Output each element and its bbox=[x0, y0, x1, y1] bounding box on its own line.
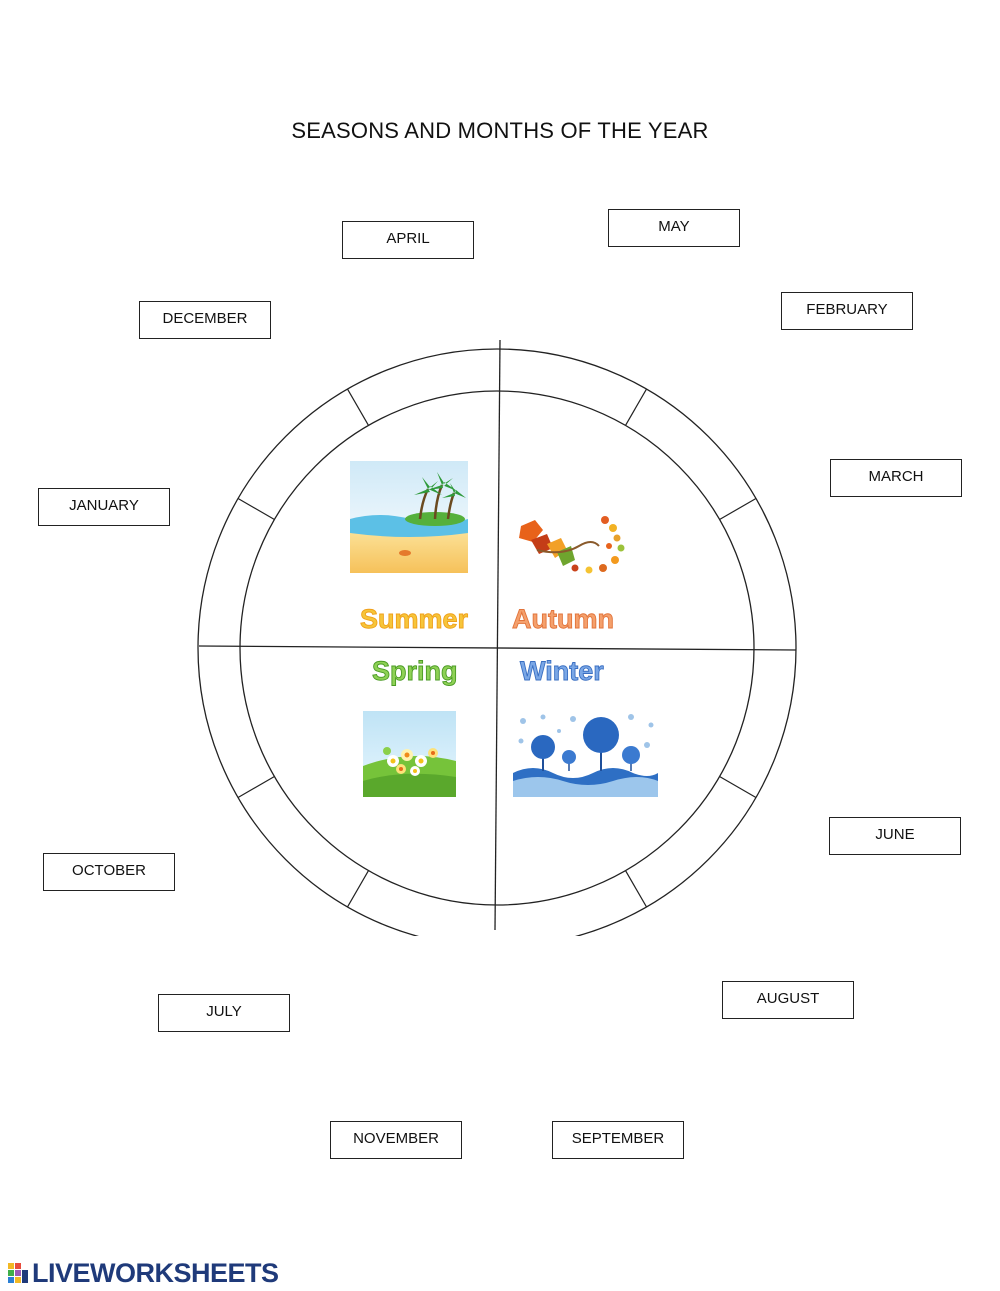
ring-divider-3 bbox=[719, 775, 757, 799]
month-box-december[interactable]: DECEMBER bbox=[139, 301, 271, 339]
inner-ring bbox=[239, 390, 755, 906]
month-box-june[interactable]: JUNE bbox=[829, 817, 961, 855]
month-box-march[interactable]: MARCH bbox=[830, 459, 962, 497]
winter-trees-image bbox=[513, 711, 658, 797]
spring-flowers-image bbox=[363, 711, 456, 797]
month-box-april[interactable]: APRIL bbox=[342, 221, 474, 259]
month-box-october[interactable]: OCTOBER bbox=[43, 853, 175, 891]
ring-divider-1 bbox=[624, 388, 648, 426]
ring-divider-7 bbox=[237, 497, 275, 521]
ring-divider-4 bbox=[624, 870, 648, 908]
liveworksheets-logo-icon bbox=[8, 1263, 28, 1283]
outer-ring bbox=[197, 348, 797, 936]
page-title: SEASONS AND MONTHS OF THE YEAR bbox=[291, 118, 709, 143]
summer-beach-image bbox=[350, 461, 468, 573]
month-box-february[interactable]: FEBRUARY bbox=[781, 292, 913, 330]
ring-divider-6 bbox=[237, 775, 275, 799]
month-box-august[interactable]: AUGUST bbox=[722, 981, 854, 1019]
ring-divider-2 bbox=[719, 497, 757, 521]
autumn-leaves-image bbox=[519, 516, 625, 574]
ring-dividers bbox=[237, 388, 757, 908]
ring-divider-5 bbox=[346, 870, 370, 908]
horizontal-divider bbox=[198, 645, 797, 651]
month-box-january[interactable]: JANUARY bbox=[38, 488, 170, 526]
vertical-divider bbox=[494, 339, 501, 931]
month-box-may[interactable]: MAY bbox=[608, 209, 740, 247]
season-label-summer: Summer bbox=[360, 604, 469, 634]
season-label-spring: Spring bbox=[372, 656, 458, 686]
month-box-july[interactable]: JULY bbox=[158, 994, 290, 1032]
month-box-november[interactable]: NOVEMBER bbox=[330, 1121, 462, 1159]
month-box-september[interactable]: SEPTEMBER bbox=[552, 1121, 684, 1159]
ring-divider-8 bbox=[346, 388, 370, 426]
season-label-winter: Winter bbox=[520, 656, 604, 686]
season-wheel: Summer Autumn Spring Winter bbox=[197, 339, 797, 936]
liveworksheets-brand: LIVEWORKSHEETS bbox=[8, 1258, 279, 1288]
brand-text: LIVEWORKSHEETS bbox=[32, 1257, 279, 1288]
season-label-autumn: Autumn bbox=[512, 604, 614, 634]
